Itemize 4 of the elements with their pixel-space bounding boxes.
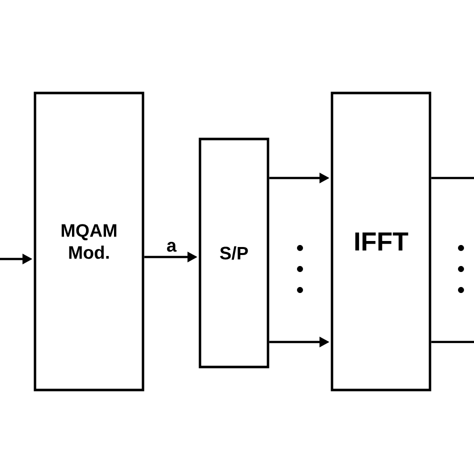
edge-label: a xyxy=(166,240,178,253)
block-box: S/P xyxy=(198,138,270,368)
block-box: MQAM Mod. xyxy=(34,92,144,392)
block-box: IFFT xyxy=(330,92,432,392)
